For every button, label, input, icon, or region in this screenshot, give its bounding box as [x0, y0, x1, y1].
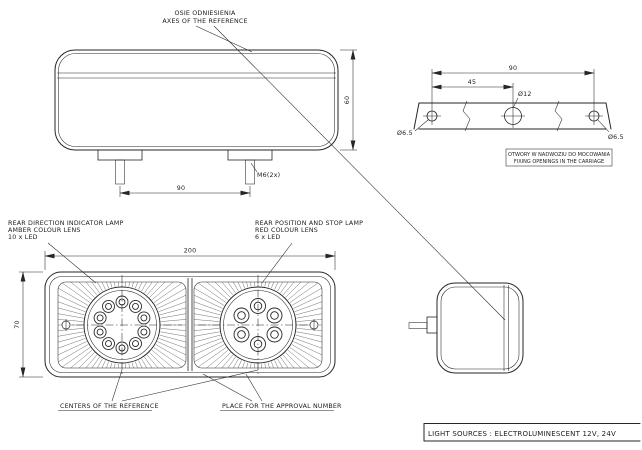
approval-label-text: PLACE FOR THE APPROVAL NUMBER [222, 403, 342, 410]
side-view [54, 49, 339, 185]
mounting-foot-right [227, 149, 273, 161]
dim-stud-spacing: 90 [177, 185, 185, 192]
fixing-note-box: OTWORY W NADWOZIU DO MOCOWANIA FIXING OP… [505, 148, 613, 167]
front-view [44, 271, 336, 378]
front-outline [44, 271, 336, 378]
end-view [408, 282, 524, 374]
fixing-note-line2: FIXING OPENINGS IN THE CARRIAGE [514, 159, 604, 165]
reference-leader-right [213, 25, 506, 321]
light-sources-text: LIGHT SOURCES : ELECTROLUMINESCENT 12V, … [428, 430, 616, 438]
centers-label: CENTERS OF THE REFERENCE [58, 369, 259, 411]
end-view-stud [408, 322, 428, 329]
dim-center-hole: Ø12 [518, 90, 532, 98]
mounting-stud-left [115, 159, 125, 185]
lamp-body-inner-line [58, 53, 335, 147]
dim-side-hole-left: Ø6.5 [397, 129, 413, 137]
mounting-holes-view: 90 45 Ø12 Ø6.5 Ø6.5 OTWORY W NADWOZIU DO… [397, 65, 624, 167]
side-view-dimensions: 90 M6(2x) 60 [119, 49, 357, 197]
mounting-stud-right [245, 159, 255, 185]
lamp-body-outline [54, 49, 339, 151]
mounting-foot-left [97, 149, 143, 161]
indicator-lamp-label: REAR DIRECTION INDICATOR LAMP AMBER COLO… [8, 220, 124, 284]
indicator-label-line1: REAR DIRECTION INDICATOR LAMP [8, 220, 124, 227]
reference-leader-left [195, 25, 253, 53]
stop-label-line2: RED COLOUR LENS [255, 227, 318, 234]
reference-label-line1: OSIE ODNIESIENIA [174, 10, 236, 17]
stop-label-line1: REAR POSITION AND STOP LAMP [255, 220, 363, 227]
dim-front-height: 70 [14, 320, 21, 328]
indicator-hatch [58, 282, 186, 368]
stop-lamp-label: REAR POSITION AND STOP LAMP RED COLOUR L… [255, 220, 363, 284]
end-view-inner-line [440, 286, 520, 370]
break-line-left [462, 100, 471, 132]
dim-hole-span: 90 [509, 65, 517, 72]
stop-label-line3: 6 x LED [255, 234, 280, 241]
front-inner-line [49, 276, 331, 373]
indicator-label-line2: AMBER COLOUR LENS [8, 227, 81, 234]
reference-label-line2: AXES OF THE REFERENCE [162, 18, 247, 25]
end-view-outline [436, 282, 524, 374]
dim-body-height: 60 [344, 96, 351, 104]
front-view-dimensions: 200 70 [14, 248, 336, 378]
centers-label-text: CENTERS OF THE REFERENCE [60, 403, 159, 410]
end-view-foot [426, 316, 438, 334]
light-sources-note: LIGHT SOURCES : ELECTROLUMINESCENT 12V, … [423, 423, 641, 442]
dim-hole-half-span: 45 [468, 79, 476, 86]
approval-label: PLACE FOR THE APPROVAL NUMBER [202, 373, 342, 411]
thread-label: M6(2x) [257, 172, 280, 179]
indicator-label-line3: 10 x LED [8, 234, 38, 241]
fixing-note-line1: OTWORY W NADWOZIU DO MOCOWANIA [508, 152, 611, 158]
dim-side-hole-right: Ø6.5 [608, 133, 624, 141]
indicator-leds [93, 295, 151, 355]
reference-axes-label: OSIE ODNIESIENIA AXES OF THE REFERENCE [162, 10, 506, 321]
break-line-right [554, 100, 563, 132]
dim-front-width: 200 [184, 248, 197, 255]
